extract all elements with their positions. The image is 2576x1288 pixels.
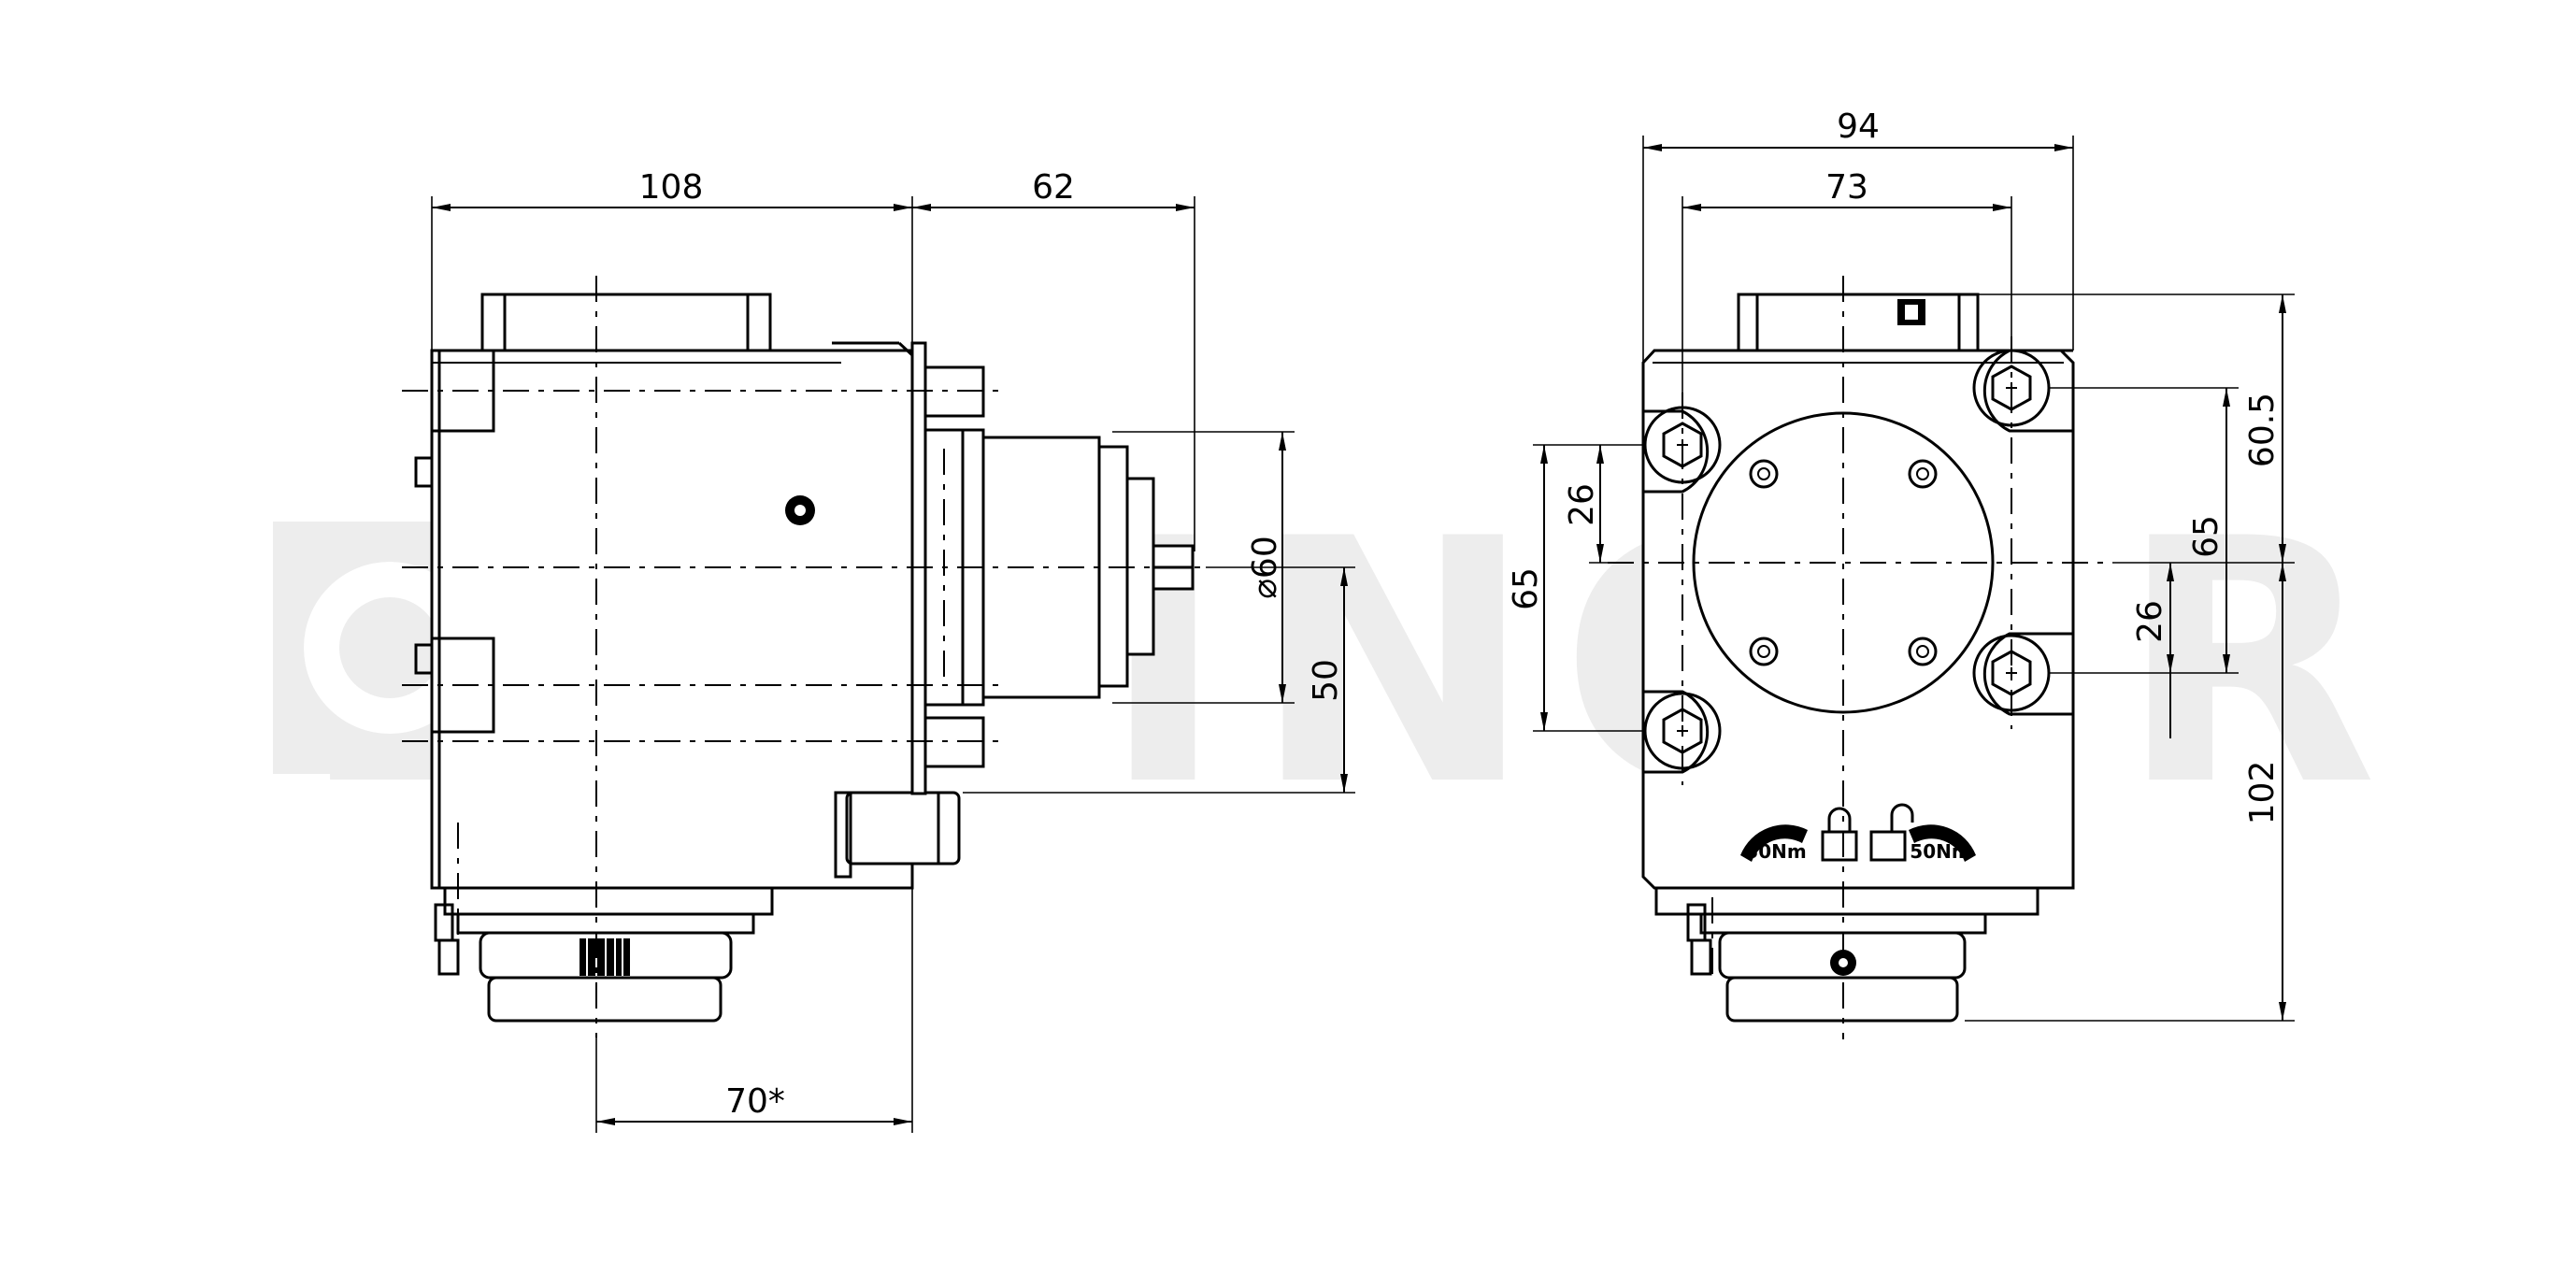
dim-102: 102 bbox=[2243, 761, 2282, 825]
torque-label-left: 50Nm bbox=[1745, 840, 1806, 863]
lock-open-icon bbox=[1869, 803, 1914, 862]
front-dimensions bbox=[1533, 136, 2295, 1022]
dim-60-5: 60.5 bbox=[2243, 393, 2282, 467]
torque-arrow-right-icon bbox=[1909, 824, 1976, 862]
dim-108: 108 bbox=[639, 168, 704, 207]
dim-diameter-60: ⌀60 bbox=[1246, 536, 1284, 598]
dim-73: 73 bbox=[1825, 168, 1868, 207]
side-top-block bbox=[480, 293, 772, 352]
torque-label-right: 50Nm bbox=[1910, 840, 1970, 863]
dim-70: 70* bbox=[725, 1082, 785, 1121]
lock-closed-icon bbox=[1821, 807, 1858, 862]
side-view bbox=[402, 276, 1206, 1038]
dim-65-left: 65 bbox=[1507, 567, 1545, 610]
dim-26-left: 26 bbox=[1563, 483, 1601, 526]
dim-26-right: 26 bbox=[2131, 600, 2169, 643]
dim-65-right: 65 bbox=[2187, 515, 2225, 558]
dim-62: 62 bbox=[1032, 168, 1075, 207]
side-dimensions bbox=[431, 196, 1355, 1133]
dim-50: 50 bbox=[1307, 659, 1345, 702]
side-main-body bbox=[430, 349, 914, 890]
torque-arrow-left-icon bbox=[1740, 824, 1808, 862]
dim-94: 94 bbox=[1837, 107, 1880, 146]
front-top-block bbox=[1737, 293, 1980, 352]
front-view bbox=[1608, 276, 2112, 1039]
